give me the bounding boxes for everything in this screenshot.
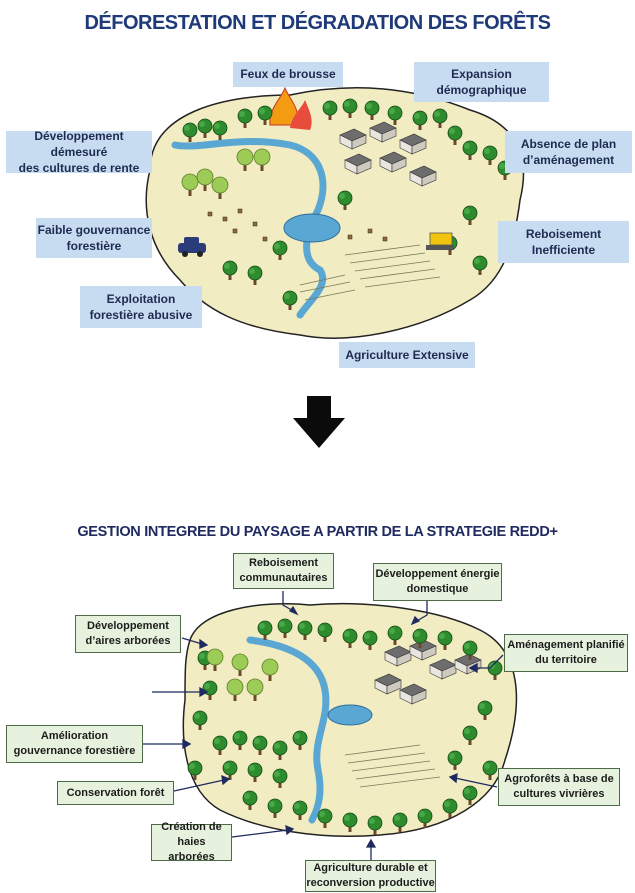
label-reboisement-inefficiente: Reboisement Inefficiente <box>498 221 629 263</box>
label-agriculture-extensive: Agriculture Extensive <box>339 342 475 368</box>
label-haies-arborees: Création de haies arborées <box>151 821 232 863</box>
label-cultures-de-rente: Développement démesuré des cultures de r… <box>6 129 152 175</box>
label-feux-de-brousse: Feux de brousse <box>233 62 343 87</box>
car-icon <box>178 237 206 257</box>
label-absence-plan: Absence de plan d’aménagement <box>505 131 632 173</box>
top-title: DÉFORESTATION ET DÉGRADATION DES FORÊTS <box>84 12 551 34</box>
top-landscape <box>145 86 525 339</box>
label-connectors <box>143 591 504 860</box>
label-agriculture-durable: Agriculture durable et reconversion prod… <box>305 860 436 892</box>
bulldozer-icon <box>426 232 454 250</box>
label-agroforets: Agroforêts à base de cultures vivrières <box>498 768 620 806</box>
label-conservation-foret: Conservation forêt <box>57 781 174 805</box>
label-faible-gouvernance: Faible gouvernance forestière <box>36 218 152 258</box>
down-arrow-icon <box>293 396 345 448</box>
bottom-landscape <box>182 603 518 838</box>
label-amenagement-planifie: Aménagement planifié du territoire <box>504 634 628 672</box>
label-exploitation-abusive: Exploitation forestière abusive <box>80 286 202 328</box>
bottom-title: GESTION INTEGREE DU PAYSAGE A PARTIR DE … <box>77 524 558 540</box>
label-reboisement-communautaires: Reboisement communautaires <box>233 553 334 589</box>
label-amelioration-gouvernance: Amélioration gouvernance forestière <box>6 725 143 763</box>
label-energie-domestique: Développement énergie domestique <box>373 563 502 601</box>
label-expansion-demographique: Expansion démographique <box>414 62 549 102</box>
label-aires-arborees: Développement d’aires arborées <box>75 615 181 653</box>
